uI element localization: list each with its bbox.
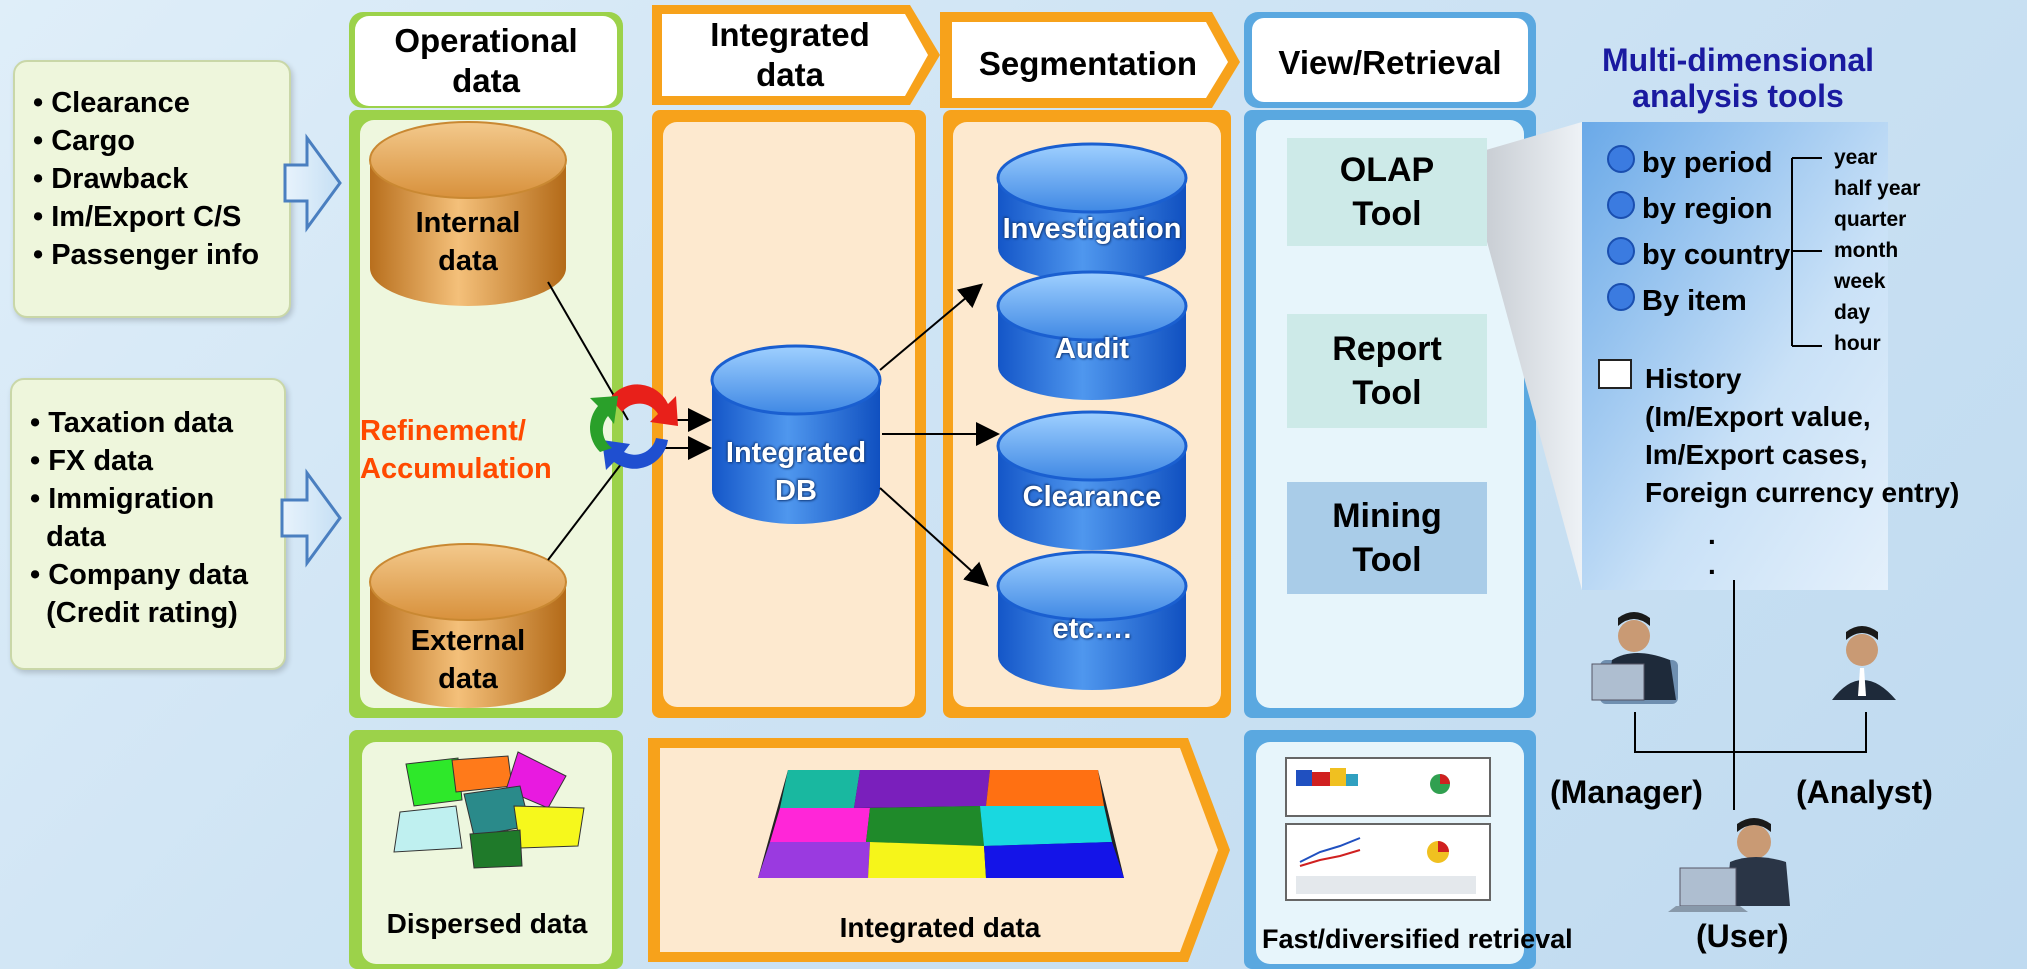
mining-tool-label: Mining Tool — [1332, 497, 1442, 579]
user-person-icon — [1668, 818, 1790, 912]
external-data-cylinder — [369, 543, 567, 708]
source-item: • Im/Export C/S — [33, 201, 242, 233]
source-item: • Drawback — [33, 163, 189, 195]
segment-label-etc: etc…. — [1052, 613, 1132, 645]
refresh-cycle-icon — [589, 384, 678, 470]
analysis-title-line1: Multi-dimensional — [1602, 42, 1874, 78]
report-screenshot-icon — [1285, 757, 1491, 901]
history-checkbox-icon — [1598, 359, 1632, 389]
history-line: Foreign currency entry) — [1645, 477, 1960, 508]
dot: . — [1708, 519, 1716, 550]
analyst-label: (Analyst) — [1796, 774, 1933, 810]
period-item: week — [1834, 270, 1886, 293]
retrieval-caption: Fast/diversified retrieval — [1262, 924, 1573, 954]
source-item: • Company data — [30, 559, 249, 591]
integrated-db-cylinder — [710, 344, 882, 524]
dimension-by-country[interactable]: by country — [1642, 239, 1791, 271]
manager-label: (Manager) — [1550, 774, 1703, 810]
integrated-db-label: Integrated DB — [725, 437, 867, 507]
history-line: Im/Export cases, — [1645, 439, 1868, 470]
integrated-data-caption: Integrated data — [839, 912, 1041, 943]
header-view-retrieval: View/Retrieval — [1252, 38, 1528, 88]
source-arrow-icon — [280, 133, 342, 568]
header-segmentation: Segmentation — [960, 40, 1216, 88]
history-line: History — [1645, 363, 1742, 394]
period-list: year half year quarter month week day ho… — [1834, 142, 1920, 359]
refinement-label: Refinement/ Accumulation — [360, 415, 552, 485]
history-line: (Im/Export value, — [1645, 401, 1871, 432]
analyst-person-icon — [1832, 626, 1896, 700]
dimension-by-period[interactable]: by period — [1642, 147, 1773, 179]
header-integrated-data: Integrated data — [670, 16, 910, 94]
source-item: • FX data — [30, 445, 153, 477]
dot: . — [1708, 549, 1716, 580]
dimension-by-region[interactable]: by region — [1642, 193, 1773, 225]
source-item: (Credit rating) — [30, 597, 238, 629]
source-item: • Cargo — [33, 125, 135, 157]
mining-tool-button[interactable]: Mining Tool — [1287, 482, 1487, 594]
header-operational-label: Operational data — [394, 22, 578, 99]
internal-data-label: Internal data — [415, 207, 521, 277]
source-item: data — [30, 521, 106, 553]
segment-label-investigation: Investigation — [1002, 213, 1182, 245]
analysis-title: Multi-dimensional analysis tools — [1560, 42, 1916, 114]
integrated-puzzle-icon — [758, 770, 1124, 878]
period-item: quarter — [1834, 208, 1907, 231]
header-segmentation-label: Segmentation — [978, 45, 1198, 82]
olap-tool-button[interactable]: OLAP Tool — [1287, 138, 1487, 246]
period-item: day — [1834, 301, 1871, 324]
dispersed-data-label: Dispersed data — [386, 908, 588, 939]
olap-tool-label: OLAP Tool — [1339, 151, 1435, 233]
period-item: hour — [1834, 332, 1881, 355]
user-label: (User) — [1696, 918, 1789, 954]
history-option[interactable]: History (Im/Export value, Im/Export case… — [1645, 360, 1959, 512]
report-tool-label: Report Tool — [1332, 330, 1442, 412]
report-tool-button[interactable]: Report Tool — [1287, 314, 1487, 428]
header-operational-data: Operational data — [355, 16, 617, 106]
header-view-label: View/Retrieval — [1278, 44, 1502, 81]
source-item: • Passenger info — [33, 239, 260, 271]
source-item: • Clearance — [33, 87, 190, 119]
header-integrated-label: Integrated data — [710, 16, 870, 93]
period-item: year — [1834, 146, 1878, 169]
radio-icon — [1607, 145, 1635, 311]
source-item: • Taxation data — [30, 407, 233, 439]
source-item: • Immigration — [30, 483, 215, 515]
manager-person-icon — [1591, 612, 1678, 704]
source-box-operations: • Clearance • Cargo • Drawback • Im/Expo… — [13, 60, 291, 318]
ellipsis-dots: . . — [1708, 520, 1716, 580]
period-item: half year — [1834, 177, 1921, 200]
dispersed-puzzle-icon — [393, 751, 585, 869]
period-item: month — [1834, 239, 1899, 262]
dimension-by-item[interactable]: By item — [1642, 285, 1747, 317]
segment-label-clearance: Clearance — [1022, 481, 1162, 513]
user-connector-lines — [1634, 580, 1867, 810]
segment-label-audit: Audit — [1054, 333, 1130, 365]
analysis-title-line2: analysis tools — [1632, 78, 1844, 114]
external-data-label: External data — [410, 625, 526, 695]
segment-cylinder — [996, 142, 1188, 690]
dimension-list: by period by region by country By item — [1642, 140, 1790, 324]
period-tree-lines — [1791, 157, 1822, 347]
internal-data-cylinder — [369, 121, 567, 306]
